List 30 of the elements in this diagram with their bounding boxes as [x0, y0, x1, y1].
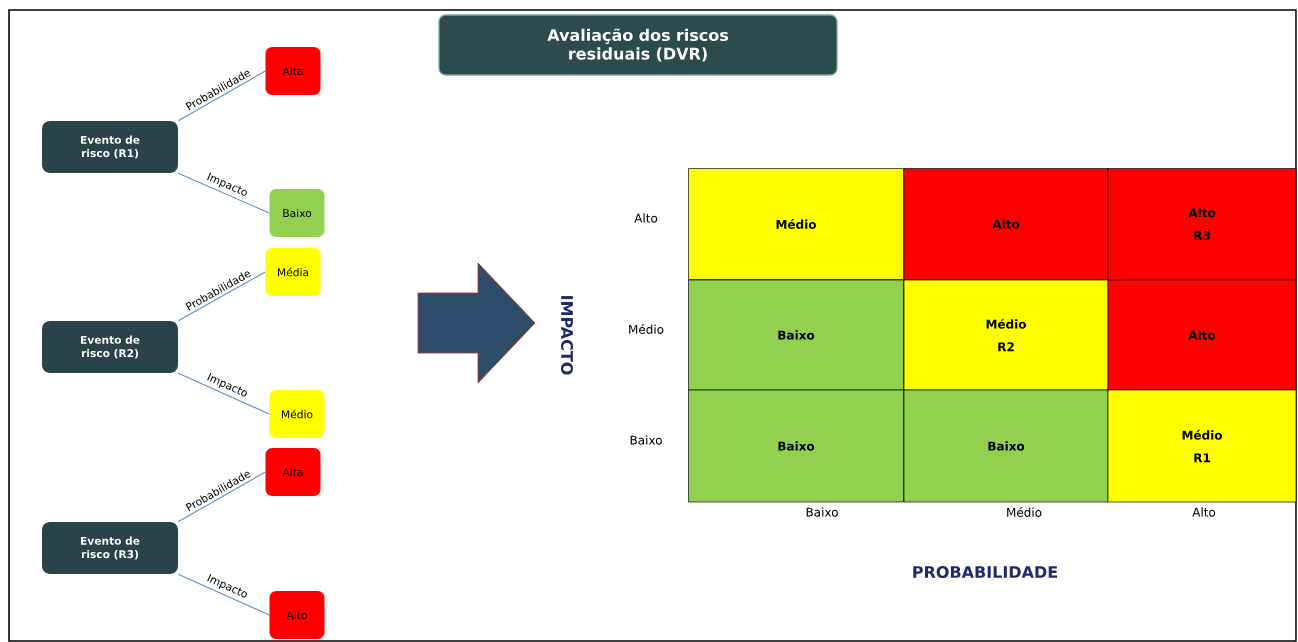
- matrix-cell: Baixo: [688, 389, 904, 503]
- axis-label: Baixo: [630, 435, 662, 445]
- rating-box: Alto: [269, 591, 325, 639]
- rating-box: Média: [265, 248, 321, 296]
- rating-box: Médio: [269, 390, 325, 438]
- axis-label: Médio: [629, 324, 664, 334]
- risk-event-box: Evento de risco (R2): [42, 321, 178, 373]
- matrix-cell: Baixo: [688, 279, 904, 391]
- connector-line: [177, 372, 270, 415]
- matrix-cell: Médio R2: [903, 279, 1109, 391]
- connector-line: [177, 172, 270, 214]
- connector-line: [177, 573, 270, 616]
- rating-box: Alta: [265, 448, 321, 496]
- matrix-cell: Alto R3: [1107, 168, 1297, 280]
- axis-label: Alto: [634, 213, 658, 223]
- axis-title: IMPACTO: [560, 296, 574, 375]
- connector-line: [177, 471, 266, 523]
- connector-line: [177, 271, 266, 322]
- matrix-cell: Baixo: [903, 389, 1109, 503]
- connector-line: [177, 70, 266, 122]
- axis-title: PROBABILIDADE: [913, 565, 1058, 579]
- rating-box: Alta: [265, 47, 321, 95]
- matrix-cell: Alto: [1107, 279, 1297, 391]
- rating-box: Baixo: [269, 189, 325, 237]
- matrix-cell: Alto: [903, 168, 1109, 280]
- matrix-cell: Médio R1: [1107, 389, 1297, 503]
- risk-event-box: Evento de risco (R1): [42, 121, 178, 173]
- risk-event-box: Evento de risco (R3): [42, 522, 178, 574]
- matrix-cell: Médio: [688, 168, 904, 280]
- title-box: Avaliação dos riscos residuais (DVR): [438, 14, 838, 76]
